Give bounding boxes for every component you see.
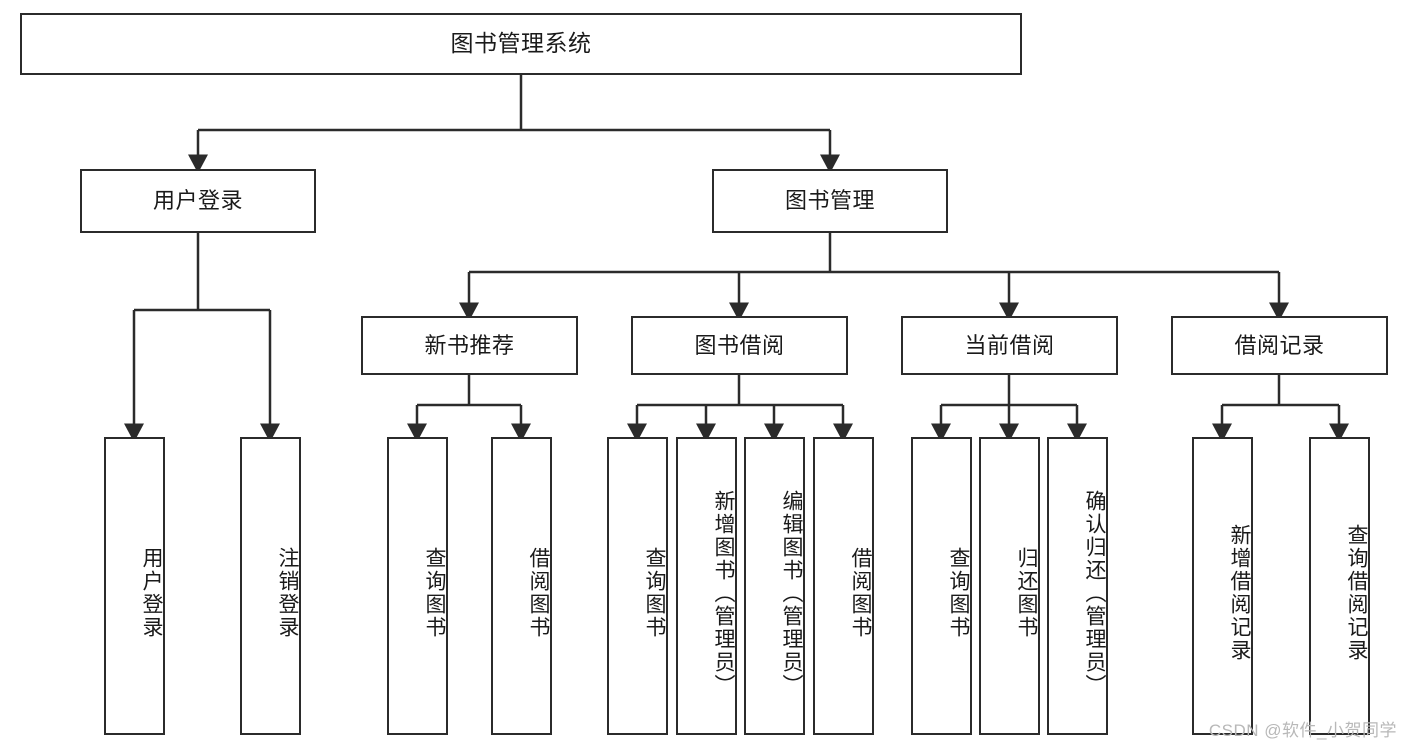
- leaf-book-borrow-query[interactable]: 查询图书: [607, 437, 668, 735]
- node-borrow-record[interactable]: 借阅记录: [1171, 316, 1388, 375]
- leaf-book-borrow-query-label: 查询图书: [643, 547, 666, 639]
- leaf-new-book-query[interactable]: 查询图书: [387, 437, 448, 735]
- node-borrow-record-label: 借阅记录: [1234, 332, 1325, 358]
- leaf-new-book-borrow[interactable]: 借阅图书: [491, 437, 552, 735]
- leaf-current-borrow-return-label: 归还图书: [1015, 547, 1038, 639]
- leaf-user-login-logout[interactable]: 注销登录: [240, 437, 301, 735]
- node-user-login[interactable]: 用户登录: [80, 169, 316, 233]
- leaf-user-login-login[interactable]: 用户登录: [104, 437, 165, 735]
- leaf-borrow-record-query[interactable]: 查询借阅记录: [1309, 437, 1370, 735]
- leaf-book-borrow-edit-label: 编辑图书（管理员）: [780, 489, 803, 697]
- node-book-management[interactable]: 图书管理: [712, 169, 948, 233]
- leaf-user-login-login-label: 用户登录: [140, 547, 163, 639]
- leaf-user-login-logout-label: 注销登录: [276, 547, 299, 639]
- node-book-borrow[interactable]: 图书借阅: [631, 316, 848, 375]
- leaf-current-borrow-return[interactable]: 归还图书: [979, 437, 1040, 735]
- leaf-new-book-borrow-label: 借阅图书: [527, 547, 550, 639]
- leaf-book-borrow-borrow[interactable]: 借阅图书: [813, 437, 874, 735]
- node-book-management-label: 图书管理: [784, 188, 875, 214]
- leaf-book-borrow-add[interactable]: 新增图书（管理员）: [676, 437, 737, 735]
- leaf-borrow-record-add-label: 新增借阅记录: [1228, 524, 1251, 662]
- node-new-book-recommend[interactable]: 新书推荐: [361, 316, 578, 375]
- node-new-book-recommend-label: 新书推荐: [424, 332, 515, 358]
- leaf-book-borrow-edit[interactable]: 编辑图书（管理员）: [744, 437, 805, 735]
- leaf-borrow-record-query-label: 查询借阅记录: [1345, 524, 1368, 662]
- node-current-borrow[interactable]: 当前借阅: [901, 316, 1118, 375]
- leaf-current-borrow-query-label: 查询图书: [947, 547, 970, 639]
- leaf-book-borrow-borrow-label: 借阅图书: [849, 547, 872, 639]
- node-book-borrow-label: 图书借阅: [694, 332, 785, 358]
- leaf-book-borrow-add-label: 新增图书（管理员）: [712, 489, 735, 697]
- leaf-new-book-query-label: 查询图书: [423, 547, 446, 639]
- leaf-current-borrow-confirm-return[interactable]: 确认归还（管理员）: [1047, 437, 1108, 735]
- leaf-borrow-record-add[interactable]: 新增借阅记录: [1192, 437, 1253, 735]
- node-root-system[interactable]: 图书管理系统: [20, 13, 1022, 75]
- leaf-current-borrow-query[interactable]: 查询图书: [911, 437, 972, 735]
- leaf-current-borrow-confirm-return-label: 确认归还（管理员）: [1083, 489, 1106, 697]
- node-root-system-label: 图书管理系统: [450, 30, 592, 57]
- node-current-borrow-label: 当前借阅: [964, 332, 1055, 358]
- watermark-text: CSDN @软件_小贺同学: [1208, 721, 1397, 740]
- node-user-login-label: 用户登录: [152, 188, 243, 214]
